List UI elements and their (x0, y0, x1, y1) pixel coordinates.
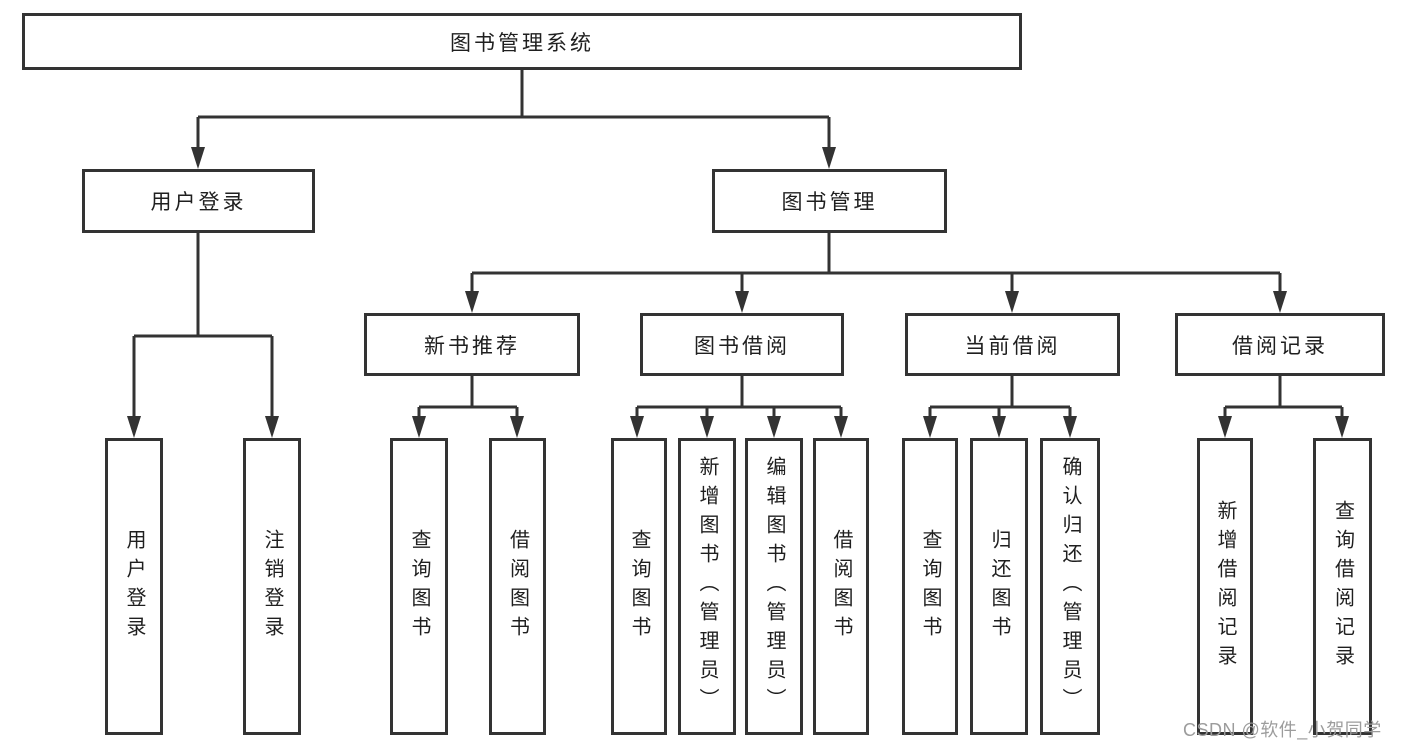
node-new-book-recommend: 新书推荐 (364, 313, 580, 376)
arrowhead (992, 416, 1006, 438)
leaf-label: 编辑图书（管理员） (763, 456, 785, 717)
node-borrow-records: 借阅记录 (1175, 313, 1385, 376)
leaf-confirm-return-admin: 确认归还（管理员） (1040, 438, 1100, 735)
arrowhead (265, 416, 279, 438)
leaf-add-books-admin: 新增图书（管理员） (678, 438, 736, 735)
leaf-label: 归还图书 (988, 528, 1010, 645)
node-book-borrow: 图书借阅 (640, 313, 844, 376)
leaf-label: 注销登录 (261, 528, 283, 645)
arrowhead (1273, 291, 1287, 313)
leaf-label: 查询图书 (919, 528, 941, 645)
leaf-label: 用户登录 (123, 528, 145, 645)
leaf-label: 新增借阅记录 (1214, 499, 1236, 674)
arrowhead (510, 416, 524, 438)
leaf-query-books-current: 查询图书 (902, 438, 958, 735)
leaf-label: 查询图书 (628, 528, 650, 645)
arrowhead (1005, 291, 1019, 313)
arrowhead (700, 416, 714, 438)
edge-records-to-leaves (1223, 376, 1344, 421)
edge-borrow-to-leaves (635, 376, 843, 421)
leaf-borrow-books: 借阅图书 (813, 438, 869, 735)
leaf-label: 新增图书（管理员） (696, 456, 718, 717)
leaf-add-borrow-record: 新增借阅记录 (1197, 438, 1253, 735)
leaf-query-borrow-record: 查询借阅记录 (1313, 438, 1372, 735)
node-label: 图书管理系统 (450, 31, 594, 55)
node-user-login: 用户登录 (82, 169, 315, 233)
arrowhead (191, 147, 205, 169)
edge-current-to-leaves (928, 376, 1072, 421)
node-current-borrow: 当前借阅 (905, 313, 1120, 376)
leaf-borrow-books-recommend: 借阅图书 (489, 438, 546, 735)
node-label: 借阅记录 (1232, 334, 1328, 358)
leaf-logout: 注销登录 (243, 438, 301, 735)
node-label: 新书推荐 (424, 334, 520, 358)
arrowhead (412, 416, 426, 438)
node-system-root: 图书管理系统 (22, 13, 1022, 70)
arrowhead (767, 416, 781, 438)
leaf-edit-books-admin: 编辑图书（管理员） (745, 438, 803, 735)
arrowhead (834, 416, 848, 438)
arrowhead (923, 416, 937, 438)
arrowhead (822, 147, 836, 169)
arrowhead (465, 291, 479, 313)
leaf-label: 查询图书 (408, 528, 430, 645)
leaf-query-books-borrow: 查询图书 (611, 438, 667, 735)
arrowhead (630, 416, 644, 438)
leaf-label: 确认归还（管理员） (1059, 456, 1081, 717)
edge-recommend-to-leaves (417, 376, 519, 421)
leaf-query-books-recommend: 查询图书 (390, 438, 448, 735)
leaf-label: 借阅图书 (506, 528, 529, 645)
node-label: 图书借阅 (694, 334, 790, 358)
node-label: 当前借阅 (964, 334, 1061, 358)
leaf-return-books: 归还图书 (970, 438, 1028, 735)
leaf-label: 借阅图书 (830, 528, 852, 645)
edge-root-to-level2 (196, 70, 831, 152)
leaf-label: 查询借阅记录 (1331, 499, 1354, 674)
arrowhead (127, 416, 141, 438)
arrowhead (1335, 416, 1349, 438)
node-label: 用户登录 (150, 191, 247, 214)
edge-login-to-leaves (132, 233, 274, 421)
arrowhead (1218, 416, 1232, 438)
node-book-management: 图书管理 (712, 169, 947, 233)
edge-management-to-level3 (470, 233, 1282, 296)
node-label: 图书管理 (781, 191, 878, 214)
leaf-user-login: 用户登录 (105, 438, 163, 735)
watermark-text: CSDN @软件_小贺同学 (1183, 720, 1382, 740)
arrowhead (735, 291, 749, 313)
arrowhead (1063, 416, 1077, 438)
